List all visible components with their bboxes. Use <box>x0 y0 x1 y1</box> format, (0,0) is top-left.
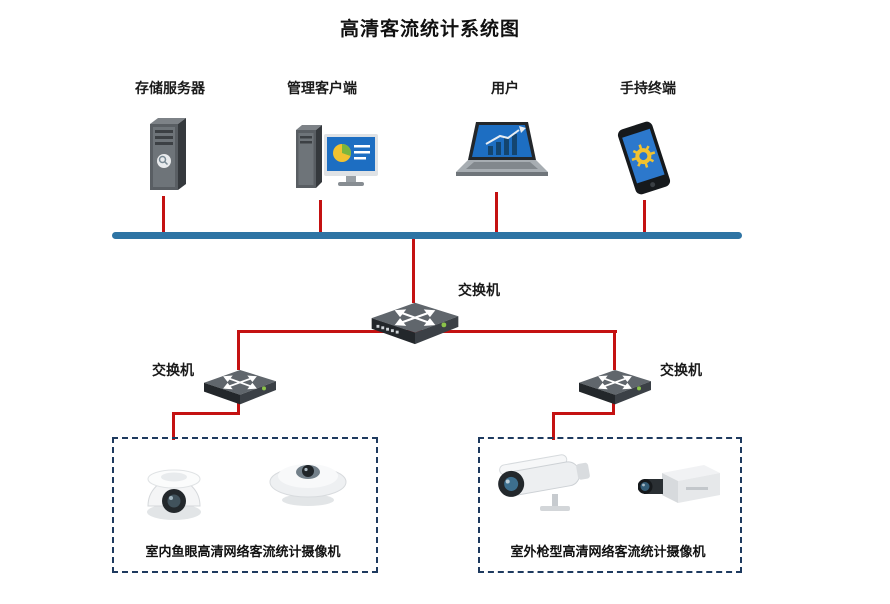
left-switch-icon <box>200 364 280 408</box>
label-storage-server: 存储服务器 <box>135 80 205 96</box>
label-indoor-cameras: 室内鱼眼高清网络客流统计摄像机 <box>145 544 341 559</box>
link-server-bus <box>162 196 165 234</box>
core-switch-icon <box>366 296 464 348</box>
dome-camera-icon <box>138 450 210 526</box>
link-right-to-box <box>552 412 555 440</box>
link-laptop-bus <box>495 192 498 234</box>
management-client-icon <box>290 120 382 202</box>
outdoor-camera-group-box <box>478 437 742 573</box>
link-bus-core-switch <box>412 239 415 303</box>
link-left-switch-down <box>237 400 240 415</box>
link-left-to-box <box>172 412 175 440</box>
link-phone-bus <box>643 200 646 234</box>
box-camera-icon <box>638 455 724 519</box>
storage-server-icon <box>140 116 196 198</box>
link-right-switch-down <box>612 400 615 415</box>
bullet-camera-icon <box>490 446 600 520</box>
link-right-elbow <box>552 412 615 415</box>
page-title: 高清客流统计系统图 <box>339 19 520 40</box>
right-switch-icon <box>575 364 655 408</box>
indoor-camera-group-box <box>112 437 378 573</box>
fisheye-camera-icon <box>262 448 354 510</box>
link-core-right-switch <box>613 330 616 370</box>
link-core-left-switch <box>237 330 240 370</box>
label-management-client: 管理客户端 <box>287 80 357 96</box>
link-left-elbow <box>172 412 240 415</box>
network-bus-line <box>112 232 742 239</box>
label-handheld-terminal: 手持终端 <box>620 80 676 96</box>
label-core-switch: 交换机 <box>458 282 500 298</box>
label-user: 用户 <box>491 80 519 96</box>
label-outdoor-cameras: 室外枪型高清网络客流统计摄像机 <box>510 544 706 559</box>
label-left-switch: 交换机 <box>152 362 194 378</box>
laptop-icon <box>450 120 550 194</box>
label-right-switch: 交换机 <box>660 362 702 378</box>
smartphone-icon <box>612 116 676 200</box>
link-client-bus <box>319 200 322 234</box>
